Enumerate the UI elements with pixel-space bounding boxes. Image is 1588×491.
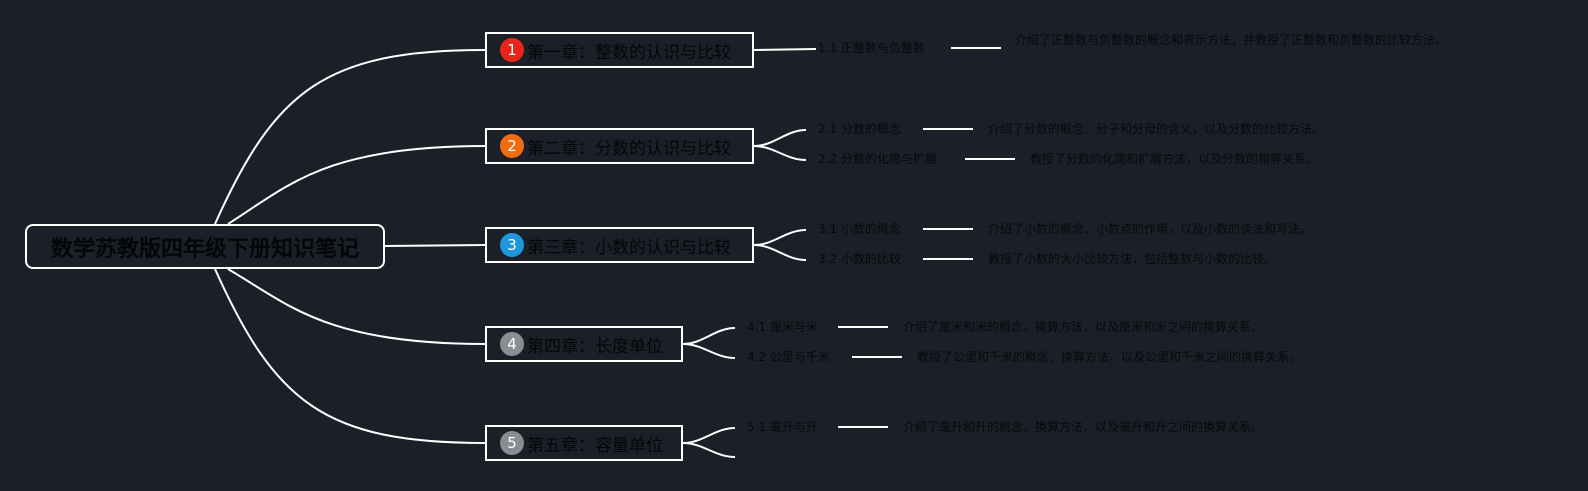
section-title[interactable]: 1.1 正整数与负整数 bbox=[818, 41, 925, 55]
section-title[interactable]: 3.2 小数的比较 bbox=[818, 252, 901, 266]
chapter-3-to-section-1-line bbox=[753, 229, 807, 246]
chapter-2-to-section-2-line bbox=[753, 145, 807, 161]
root-to-chapter-3-line bbox=[384, 244, 486, 247]
chapter-number-badge: 4 bbox=[500, 332, 524, 356]
chapter-number-badge: 1 bbox=[500, 38, 524, 62]
chapter-title: 第一章：整数的认识与比较 bbox=[527, 42, 731, 63]
chapter-number-badge: 2 bbox=[500, 134, 524, 158]
root-topic[interactable]: 数学苏教版四年级下册知识笔记 bbox=[25, 224, 385, 269]
root-to-chapter-4-line bbox=[227, 268, 486, 345]
section-description: 介绍了小数的概念、小数点的作用，以及小数的读法和写法。 bbox=[988, 222, 1313, 236]
chapter-title: 第三章：小数的认识与比较 bbox=[527, 237, 731, 258]
chapter-title: 第五章：容量单位 bbox=[527, 435, 663, 456]
chapter-number-badge: 5 bbox=[500, 431, 524, 455]
section-title[interactable]: 5.1 毫升与升 bbox=[747, 420, 818, 434]
section-description: 教授了分数的化简和扩展方法，以及分数的相等关系。 bbox=[1030, 152, 1319, 166]
chapter-title: 第二章：分数的认识与比较 bbox=[527, 138, 731, 159]
section-description: 介绍了厘米和米的概念、换算方法，以及厘米和米之间的换算关系。 bbox=[903, 320, 1264, 334]
section-title[interactable]: 2.2 分数的化简与扩展 bbox=[818, 152, 937, 166]
root-to-chapter-2-line bbox=[227, 145, 486, 225]
chapter-1-to-section-1-line bbox=[753, 48, 817, 51]
section-description: 介绍了分数的概念、分子和分母的含义，以及分数的比较方法。 bbox=[988, 122, 1325, 136]
section-description: 教授了小数的大小比较方法，包括整数与小数的比较。 bbox=[988, 252, 1277, 266]
root-to-chapter-1-line bbox=[214, 49, 486, 225]
connector-lines bbox=[214, 47, 1015, 458]
section-description: 教授了公里和千米的概念、换算方法，以及公里和千米之间的换算关系。 bbox=[917, 350, 1302, 364]
chapter-2-to-section-1-line bbox=[753, 129, 807, 147]
root-to-chapter-5-line bbox=[214, 268, 486, 444]
chapter-4-to-section-2-line bbox=[682, 343, 736, 359]
chapter-3-to-section-2-line bbox=[753, 244, 807, 261]
section-title[interactable]: 4.2 公里与千米 bbox=[747, 350, 830, 364]
section-title[interactable]: 2.1 分数的概念 bbox=[818, 122, 901, 136]
root-topic-label: 数学苏教版四年级下册知识笔记 bbox=[50, 236, 359, 262]
chapter-4-to-section-1-line bbox=[682, 327, 736, 345]
section-title[interactable]: 3.1 小数的概念 bbox=[818, 222, 901, 236]
section-title[interactable]: 4.1 厘米与米 bbox=[747, 320, 818, 334]
chapter-number-badge: 3 bbox=[500, 233, 524, 257]
section-description: 介绍了毫升和升的概念、换算方法，以及毫升和升之间的换算关系。 bbox=[903, 420, 1264, 434]
chapter-5-to-section-1-line bbox=[682, 427, 736, 444]
section-description: 介绍了正整数与负整数的概念和表示方法，并教授了正整数和负整数的比较方法。 bbox=[1015, 33, 1448, 47]
chapter-title: 第四章：长度单位 bbox=[527, 336, 663, 357]
chapter-5-to-section-2-line bbox=[682, 442, 736, 458]
